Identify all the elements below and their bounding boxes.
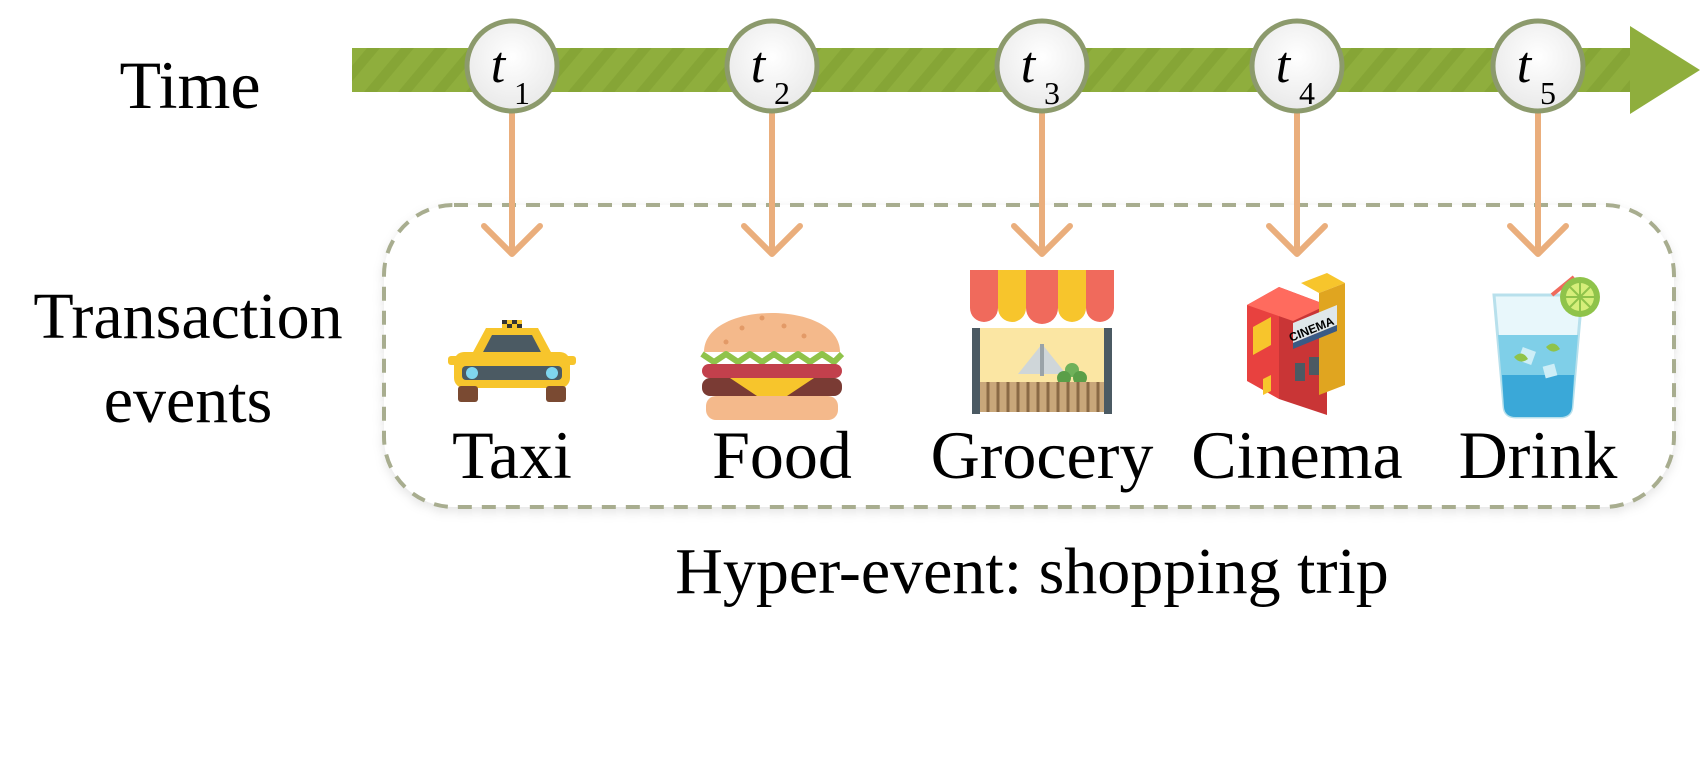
connector-4 xyxy=(1266,109,1328,257)
time-label: Time xyxy=(119,47,260,123)
time-node-var: t xyxy=(491,37,507,94)
connector-3 xyxy=(1011,109,1073,257)
time-node-var: t xyxy=(1276,37,1292,94)
time-node-4: t 4 xyxy=(1249,18,1345,114)
time-node-sub: 4 xyxy=(1299,75,1315,111)
event-label-grocery: Grocery xyxy=(931,417,1154,493)
time-node-sub: 3 xyxy=(1044,75,1060,111)
time-node-2: t 2 xyxy=(724,18,820,114)
burger-icon xyxy=(700,313,845,420)
connector-5 xyxy=(1507,109,1569,257)
event-label-taxi: Taxi xyxy=(452,417,572,493)
time-node-var: t xyxy=(1517,37,1533,94)
time-node-var: t xyxy=(751,37,767,94)
time-node-3: t 3 xyxy=(994,18,1090,114)
event-label-food: Food xyxy=(712,417,852,493)
time-node-sub: 1 xyxy=(514,75,530,111)
event-label-cinema: Cinema xyxy=(1191,417,1403,493)
drink-glass-icon xyxy=(1492,275,1600,419)
cinema-building-icon: CINEMA xyxy=(1247,273,1345,415)
connector-1 xyxy=(481,109,543,257)
time-node-sub: 2 xyxy=(774,75,790,111)
grocery-stall-icon xyxy=(970,270,1114,414)
time-node-sub: 5 xyxy=(1540,75,1556,111)
transaction-label-line1: Transaction xyxy=(33,280,342,353)
connectors xyxy=(481,109,1569,257)
time-node-var: t xyxy=(1021,37,1037,94)
hyper-event-label: Hyper-event: shopping trip xyxy=(675,535,1389,608)
connector-2 xyxy=(741,109,803,257)
time-node-5: t 5 xyxy=(1490,18,1586,114)
taxi-icon xyxy=(448,320,576,402)
transaction-label-line2: events xyxy=(104,364,273,437)
time-node-1: t 1 xyxy=(464,18,560,114)
event-label-drink: Drink xyxy=(1459,417,1618,493)
time-nodes: t 1 t 2 t 3 t 4 t 5 xyxy=(464,18,1586,114)
